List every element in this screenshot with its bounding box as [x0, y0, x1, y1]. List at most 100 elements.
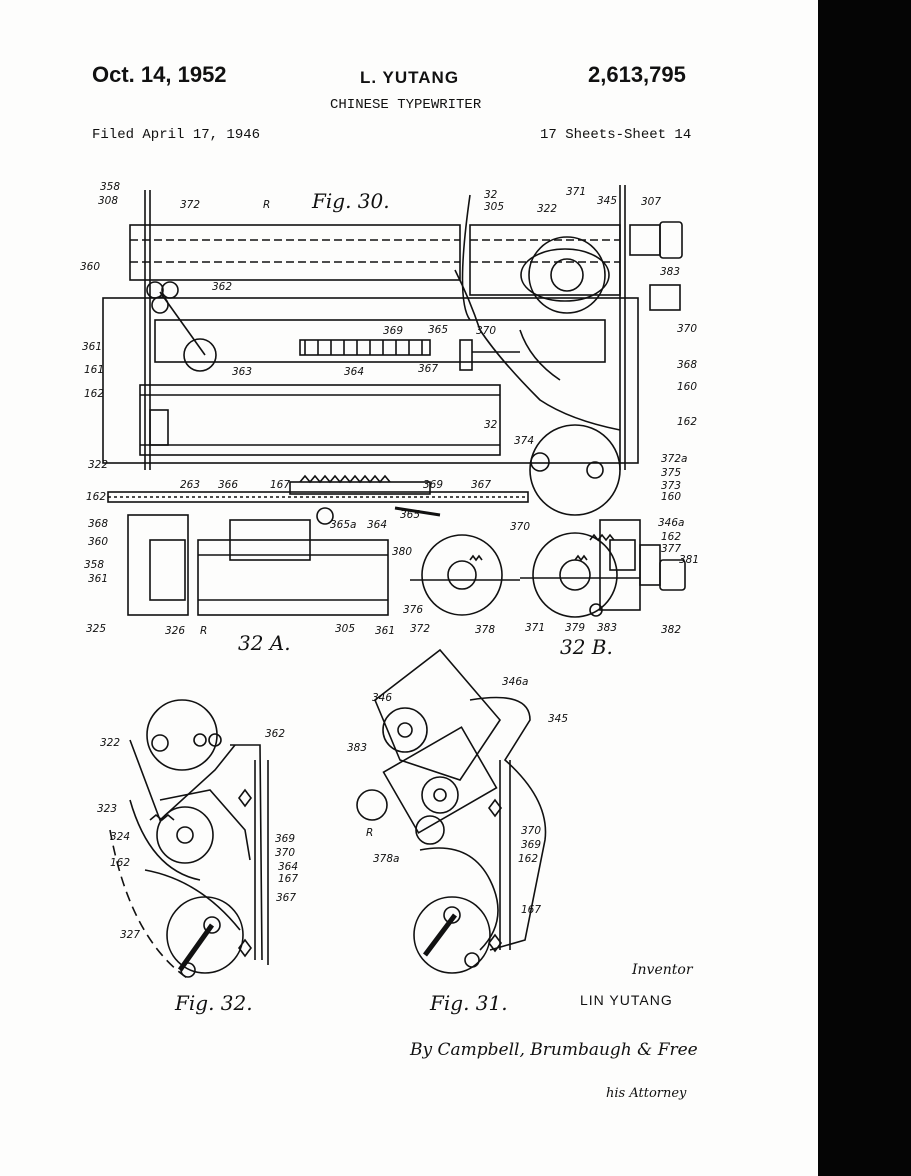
ref-label: 369: [275, 833, 295, 845]
ref-label: 369: [423, 479, 443, 491]
ref-label: 368: [677, 359, 697, 371]
ref-label: 160: [661, 491, 681, 503]
ref-label: 377: [661, 543, 681, 555]
ref-label: 167: [270, 479, 290, 491]
fig30-labels: 358 308 372 R 32 305 322 371 345 307 360…: [80, 181, 697, 471]
fig30-drawing: [102, 185, 683, 470]
ref-label: 346: [372, 692, 392, 704]
ref-label: 371: [525, 622, 545, 634]
ref-label: 381: [679, 554, 699, 566]
ref-label: 365: [428, 324, 448, 336]
ref-label: 366: [218, 479, 238, 491]
scan-edge-bar: [818, 0, 911, 1176]
ref-label: 162: [677, 416, 697, 428]
ref-label: 370: [275, 847, 295, 859]
ref-label: 370: [677, 323, 697, 335]
fig32-title: Fig. 32.: [174, 991, 253, 1015]
ref-label: 378a: [373, 853, 399, 865]
ref-label: 361: [82, 341, 102, 353]
ref-label: 305: [335, 623, 355, 635]
ref-label: 365: [400, 509, 420, 521]
ref-label: 345: [548, 713, 568, 725]
fig30-title: Fig. 30.: [311, 189, 390, 213]
patent-sheet: [0, 0, 818, 1176]
ref-label: 364: [367, 519, 387, 531]
ref-label: 383: [347, 742, 367, 754]
ref-label: 305: [484, 201, 504, 213]
ref-label: 364: [278, 861, 298, 873]
ref-label: 322: [88, 459, 108, 471]
patent-drawings: Fig. 30. 32 A. 32 B. Fig. 32. Fig. 31. 3…: [80, 181, 699, 1015]
ref-label: 374: [514, 435, 534, 447]
ref-label: 379: [565, 622, 585, 634]
ref-label: 161: [84, 364, 104, 376]
ref-label: 162: [86, 491, 106, 503]
attorney-caption: his Attorney: [606, 1086, 687, 1101]
ref-label: 322: [537, 203, 557, 215]
ref-label: 362: [265, 728, 285, 740]
fig32ab-labels: 375 373 160 162 263 366 167 369 367 368 …: [84, 467, 699, 637]
ref-label: 263: [180, 479, 200, 491]
ref-label: 365a: [330, 519, 356, 531]
ref-label: 362: [212, 281, 232, 293]
ref-label: 367: [418, 363, 438, 375]
ref-label: 360: [88, 536, 108, 548]
ref-label: 370: [510, 521, 530, 533]
ref-label: 367: [471, 479, 491, 491]
ref-label: 369: [383, 325, 403, 337]
ref-label: 378: [475, 624, 495, 636]
ref-label: 32: [484, 419, 498, 431]
ref-label: 371: [566, 186, 586, 198]
ref-label: 360: [80, 261, 100, 273]
ref-label: 372: [180, 199, 200, 211]
ref-label: 368: [88, 518, 108, 530]
ref-label: 383: [660, 266, 680, 278]
inventor-header: L. YUTANG: [360, 68, 460, 87]
filed-date: Filed April 17, 1946: [92, 127, 261, 143]
ref-label: 375: [661, 467, 681, 479]
ref-label: 361: [88, 573, 108, 585]
ref-label: 162: [84, 388, 104, 400]
ref-label: 327: [120, 929, 140, 941]
ref-label: R: [263, 199, 270, 211]
ref-label: 326: [165, 625, 185, 637]
ref-label: 346a: [502, 676, 528, 688]
ref-label: 364: [344, 366, 364, 378]
ref-label: 370: [476, 325, 496, 337]
ref-label: 358: [100, 181, 120, 193]
ref-label: 370: [521, 825, 541, 837]
ref-label: 367: [276, 892, 296, 904]
ref-label: 382: [661, 624, 681, 636]
fig32-drawing: [109, 699, 269, 981]
ref-label: 369: [521, 839, 541, 851]
ref-label: 345: [597, 195, 617, 207]
ref-label: 308: [98, 195, 118, 207]
sheet-count: 17 Sheets-Sheet 14: [540, 127, 692, 143]
ref-label: 380: [392, 546, 412, 558]
ref-label: 372a: [661, 453, 687, 465]
ref-label: 376: [403, 604, 423, 616]
patent-date: Oct. 14, 1952: [92, 62, 227, 87]
fig32a-title: 32 A.: [238, 631, 291, 655]
ref-label: 160: [677, 381, 697, 393]
ref-label: 372: [410, 623, 430, 635]
ref-label: 358: [84, 559, 104, 571]
fig32-labels: 322 362 323 369 324 370 162 364 167 367 …: [97, 728, 298, 941]
fig31-labels: 346 346a 345 383 370 R 369 378a 162 167: [347, 676, 568, 916]
ref-label: 307: [641, 196, 661, 208]
fig31-drawing: [356, 648, 547, 974]
ref-label: 373: [661, 480, 681, 492]
ref-label: R: [200, 625, 207, 637]
inventor-word: Inventor: [632, 962, 693, 978]
fig32b-title: 32 B.: [560, 635, 613, 659]
ref-label: 322: [100, 737, 120, 749]
ref-label: 325: [86, 623, 106, 635]
ref-label: 361: [375, 625, 395, 637]
ref-label: 346a: [658, 517, 684, 529]
ref-label: 167: [521, 904, 541, 916]
fig32ab-drawing: [107, 424, 686, 618]
ref-label: R: [366, 827, 373, 839]
ref-label: 323: [97, 803, 117, 815]
ref-label: 167: [278, 873, 298, 885]
ref-label: 32: [484, 189, 498, 201]
